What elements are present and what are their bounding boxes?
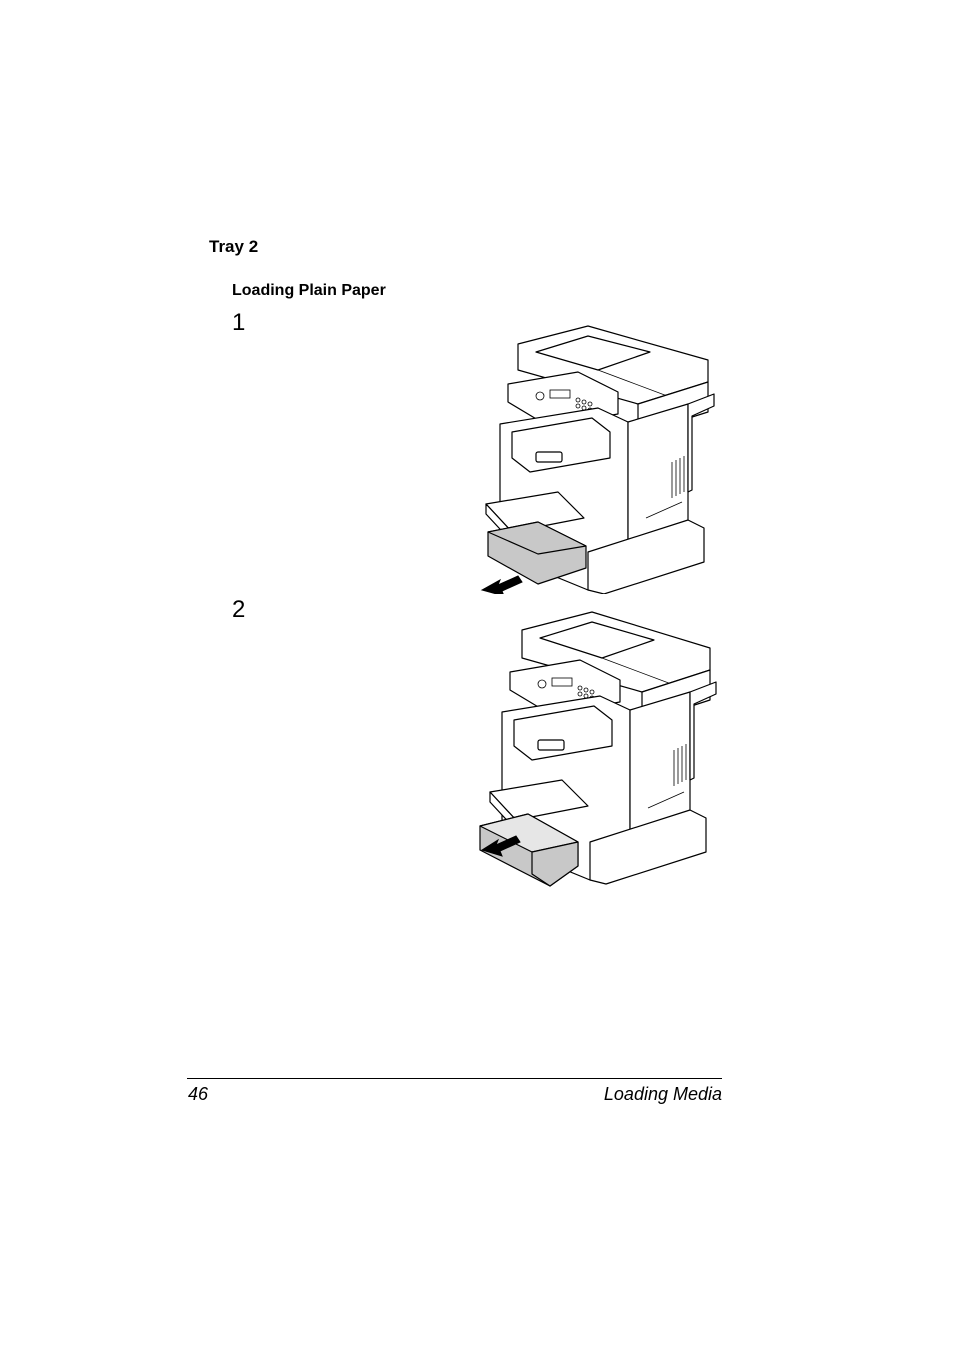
side-handle bbox=[688, 394, 714, 492]
page-number: 46 bbox=[188, 1084, 208, 1105]
pull-arrow-icon bbox=[482, 576, 522, 594]
printer-tray2-pull-out-illustration bbox=[478, 322, 718, 594]
chapter-title: Loading Media bbox=[604, 1084, 722, 1105]
step-number-1: 1 bbox=[232, 309, 245, 337]
printer-tray2-remove-illustration bbox=[476, 608, 720, 890]
footer-divider bbox=[187, 1078, 722, 1079]
side-handle bbox=[690, 682, 716, 780]
front-handle bbox=[536, 452, 562, 462]
section-heading: Tray 2 bbox=[209, 237, 258, 257]
procedure-title: Loading Plain Paper bbox=[232, 282, 386, 300]
front-handle bbox=[538, 740, 564, 750]
step-number-2: 2 bbox=[232, 596, 245, 624]
